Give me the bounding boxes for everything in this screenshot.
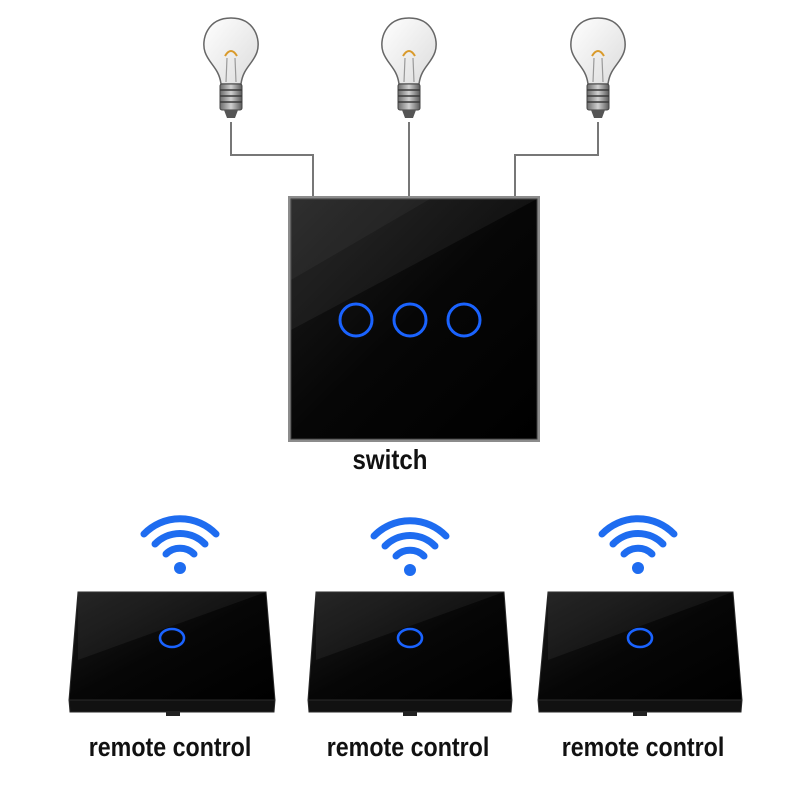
wifi-icon [140,515,220,574]
remote-label: remote control [561,732,725,762]
touch-button-icon [338,302,374,338]
touch-button-icon [396,627,424,649]
wifi-icon [598,515,678,574]
switch-label: switch [352,444,428,475]
remote-panel [537,591,743,716]
touch-button-icon [158,627,186,649]
main-switch-panel [288,196,540,442]
remote-label: remote control [326,732,490,762]
touch-button-icon [392,302,428,338]
wire-right [514,122,599,196]
wires [230,122,599,196]
light-bulb-icon [203,17,259,118]
remote-panel [68,591,276,716]
light-bulb-icon [381,17,437,118]
remote-panel [307,591,513,716]
light-bulb-icon [570,17,626,118]
wire-left [230,122,314,196]
touch-button-icon [626,627,654,649]
touch-button-icon [446,302,482,338]
remote-label: remote control [88,732,252,762]
wifi-icon [370,517,450,576]
